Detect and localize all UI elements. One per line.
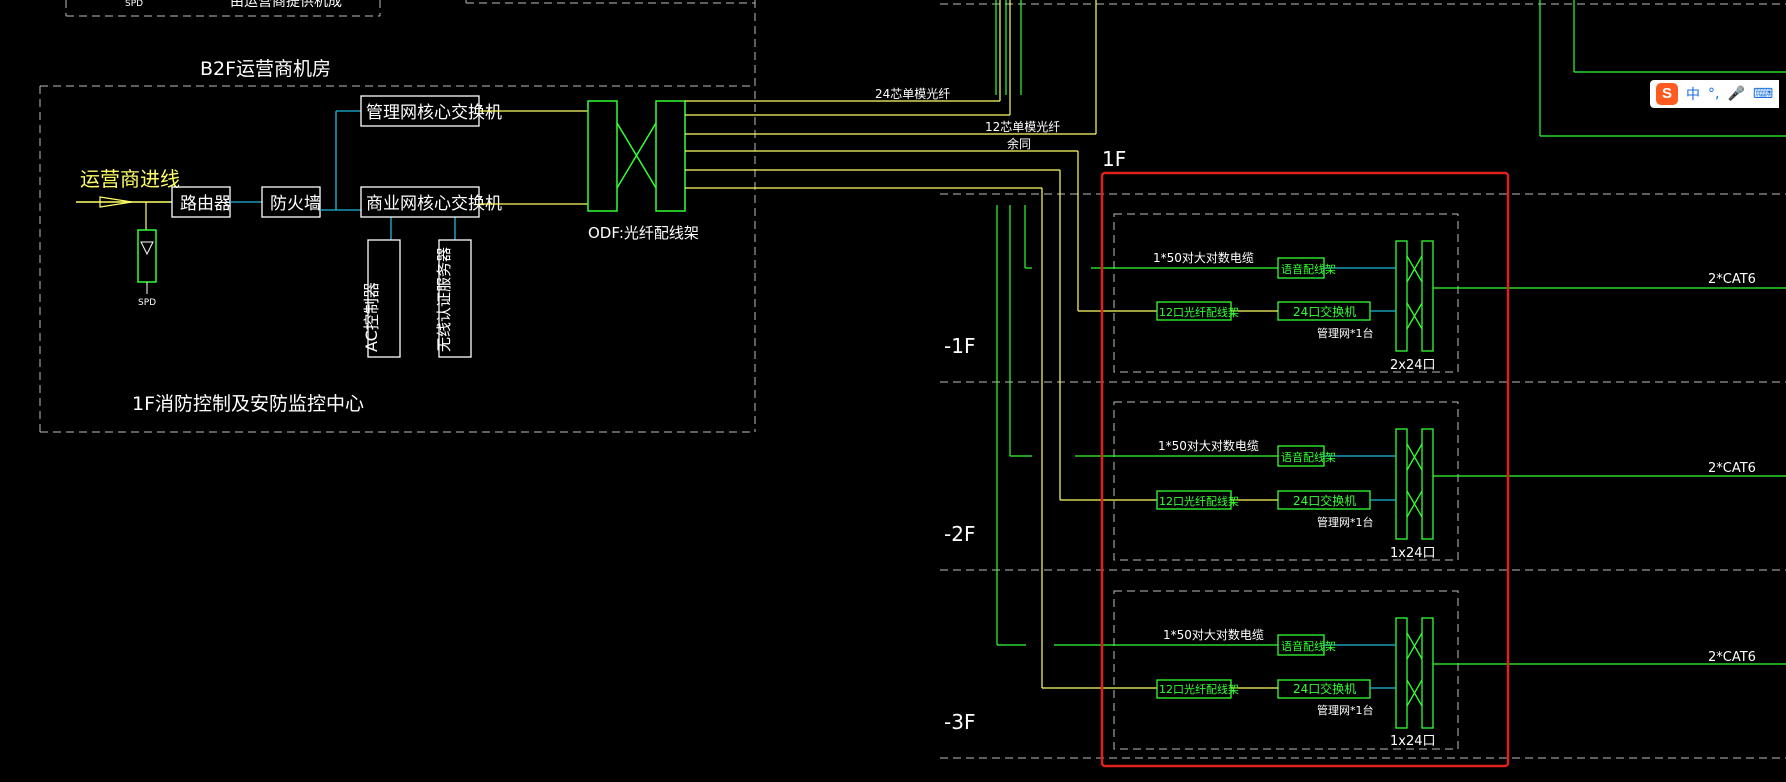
fiber-panel-label: 12口光纤配线架 xyxy=(1159,682,1239,696)
odf-frame xyxy=(587,100,686,212)
odf-label: ODF:光纤配线架 xyxy=(588,224,699,242)
switch-label: 24口交换机 xyxy=(1293,304,1356,319)
floor-label-minus1f: -1F xyxy=(944,334,975,358)
keyboard-icon[interactable]: ⌨ xyxy=(1752,86,1774,102)
mgmt-core-switch-label: 管理网核心交换机 xyxy=(366,103,502,123)
room-boundaries xyxy=(39,0,1786,759)
spd-icon xyxy=(140,241,154,256)
mgmt-count-label: 管理网*1台 xyxy=(1317,515,1374,529)
switch-label: 24口交换机 xyxy=(1293,493,1356,508)
entry-arrow-icon xyxy=(99,196,133,208)
out-label: 2*CAT6 xyxy=(1708,272,1756,287)
floor-label-minus2f: -2F xyxy=(944,522,975,546)
floor-cabinet-minus1f: 1*50对大对数电缆 语音配线架 12口光纤配线架 24口交换机 管理网*1台 … xyxy=(1156,428,1786,561)
highlight-frame xyxy=(1100,171,1510,768)
cable-label: 1*50对大对数电缆 xyxy=(1158,438,1259,453)
carrier-entry: 运营商进线 xyxy=(76,167,180,230)
floor-cabinet-minus2f: 1*50对大对数电缆 语音配线架 12口光纤配线架 24口交换机 管理网*1台 … xyxy=(1156,617,1786,749)
voice-panel-label: 语音配线架 xyxy=(1281,450,1336,464)
mgmt-count-label: 管理网*1台 xyxy=(1317,326,1374,340)
ime-mode[interactable]: 中 xyxy=(1686,87,1700,103)
top-spd-label: SPD xyxy=(125,0,143,9)
top-partial-label: 由运营商提供机成 xyxy=(230,0,342,10)
sogou-icon[interactable]: S xyxy=(1656,83,1678,105)
cable-label: 1*50对大对数电缆 xyxy=(1163,627,1264,642)
firewall-label: 防火墙 xyxy=(270,194,321,214)
wireless-auth-label: 无线认证服务器 xyxy=(435,247,453,352)
out-label: 2*CAT6 xyxy=(1708,461,1756,476)
fiber-24-label: 24芯单模光纤 xyxy=(875,87,950,101)
mgmt-count-label: 管理网*1台 xyxy=(1317,703,1374,717)
ime-punct[interactable]: °, xyxy=(1708,86,1720,102)
fiber-panel-label: 12口光纤配线架 xyxy=(1159,305,1239,319)
router-label: 路由器 xyxy=(180,194,231,214)
carrier-in-label: 运营商进线 xyxy=(80,167,180,191)
fiber-panel-label: 12口光纤配线架 xyxy=(1159,494,1239,508)
room-label-fire-control: 1F消防控制及安防监控中心 xyxy=(132,393,364,415)
ime-toolbar[interactable]: S 中 °, 🎤 ⌨ xyxy=(1650,80,1780,108)
floor-cabinet-1f: 1*50对大对数电缆 语音配线架 12口光纤配线架 24口交换机 管理网*1台 … xyxy=(1153,240,1786,373)
out-label: 2*CAT6 xyxy=(1708,650,1756,665)
ac-controller-label: AC控制器 xyxy=(362,282,381,352)
biz-core-switch-label: 商业网核心交换机 xyxy=(366,194,502,214)
cable-label: 1*50对大对数电缆 xyxy=(1153,250,1254,265)
microphone-icon[interactable]: 🎤 xyxy=(1727,86,1745,102)
spd-label: SPD xyxy=(138,298,156,308)
floor-label-minus3f: -3F xyxy=(944,710,975,734)
voice-panel-label: 语音配线架 xyxy=(1281,262,1336,276)
patch-label: 1x24口 xyxy=(1390,734,1436,749)
room-label-b2f: B2F运营商机房 xyxy=(200,58,331,80)
patch-label: 2x24口 xyxy=(1390,358,1436,373)
switch-label: 24口交换机 xyxy=(1293,681,1356,696)
spd-device: SPD xyxy=(137,229,157,308)
patch-label: 1x24口 xyxy=(1390,546,1436,561)
fiber-12-label: 12芯单模光纤 xyxy=(985,120,1060,134)
spare-label: 余同 xyxy=(1007,136,1031,151)
floor-label-1f: 1F xyxy=(1102,147,1126,171)
voice-panel-label: 语音配线架 xyxy=(1281,639,1336,653)
